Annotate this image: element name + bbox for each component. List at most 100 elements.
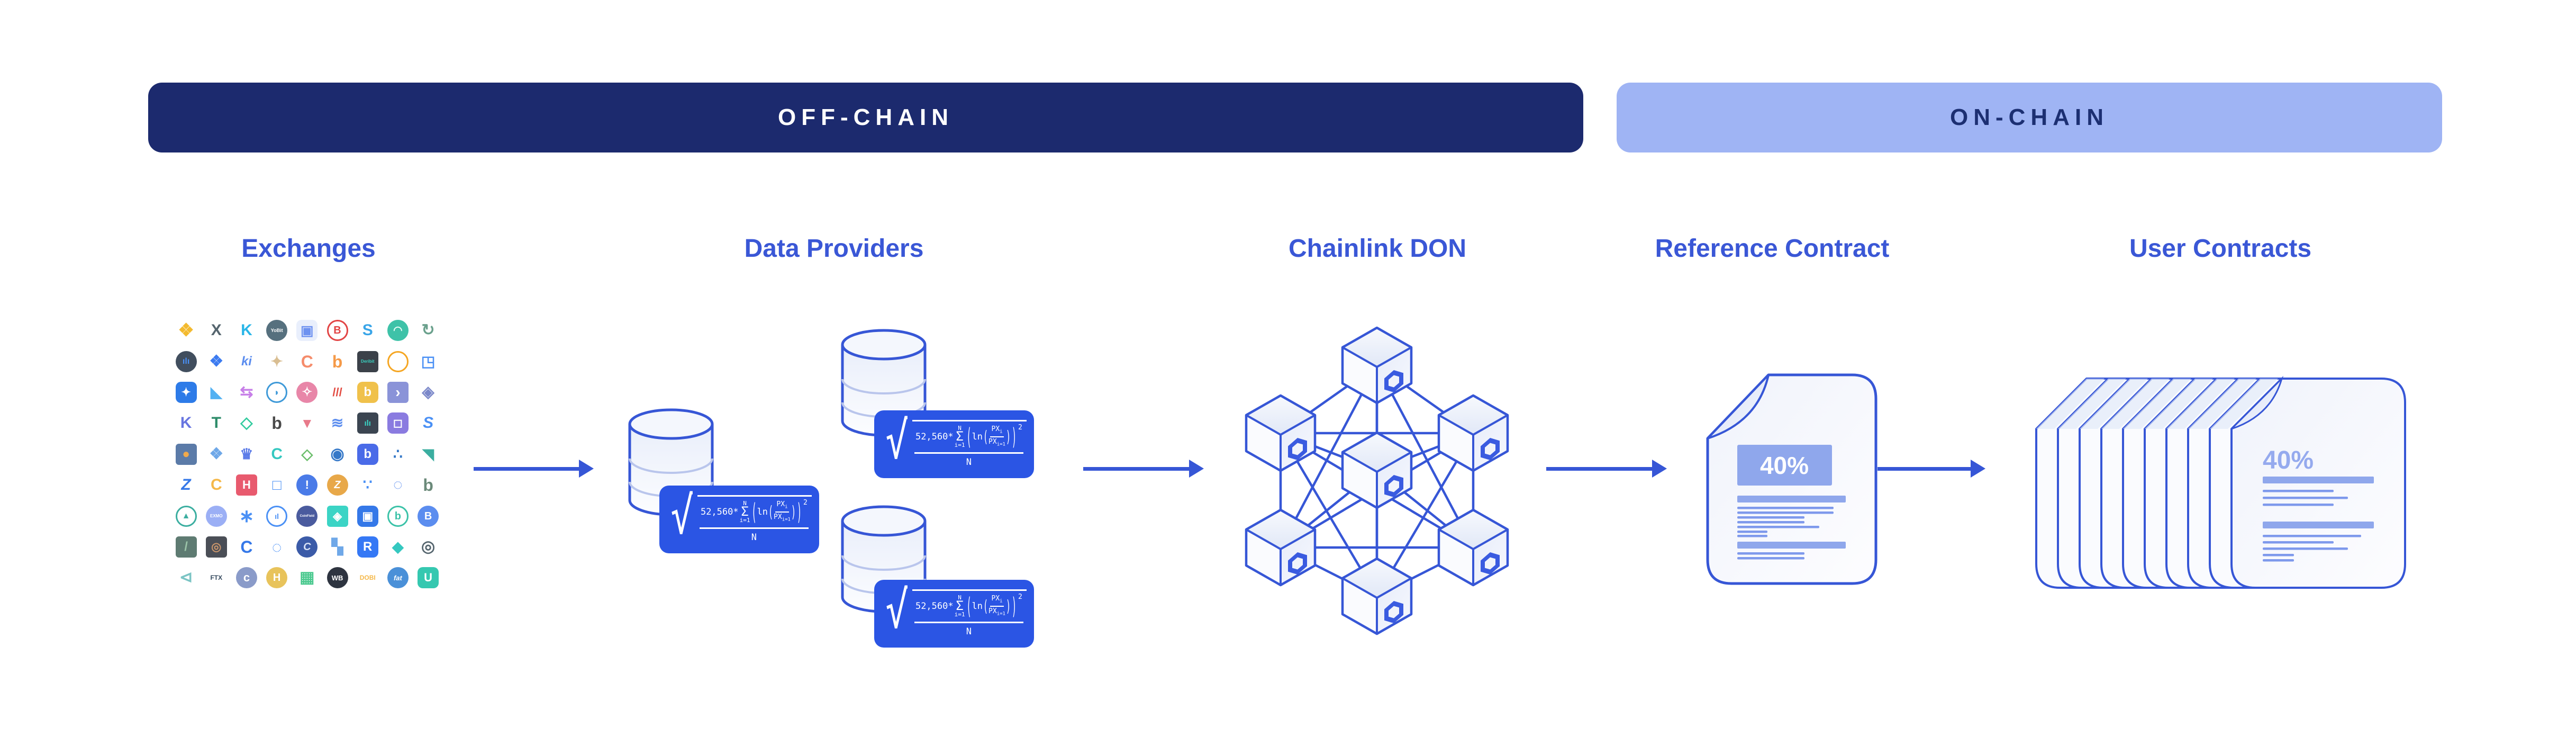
dotring-icon: ◌ (393, 476, 403, 494)
formula-denominator: N (751, 532, 757, 543)
text-bar (2263, 522, 2374, 528)
formula-coef: 52,560* (915, 431, 954, 442)
leaf-square-icon: / (171, 532, 201, 562)
sigma-block: N Σ i=1 (954, 424, 965, 449)
copy-icon: ▣ (352, 500, 383, 531)
kryptono-icon: K (180, 414, 192, 432)
don-network (1228, 318, 1529, 657)
formula-coef: 52,560* (915, 600, 954, 612)
coinex-icon: C (271, 445, 283, 463)
switcheo-icon: ⇆ (240, 383, 253, 401)
radical-sign: √ (670, 486, 694, 545)
flow-arrow-icon (1083, 460, 1204, 478)
text-bar (2263, 477, 2374, 483)
binance-icon: ❖ (178, 320, 194, 341)
folded-corner (2230, 375, 2284, 430)
fatbtc-icon: fat (383, 562, 413, 593)
reference-value: 40% (1760, 452, 1809, 479)
formula-exponent: 2 (1018, 424, 1022, 432)
idex-icon: ▣ (292, 315, 322, 346)
coinone-icon: C (301, 352, 313, 371)
mosaic-icon: ▦ (300, 569, 315, 587)
folded-corner (2210, 379, 2278, 429)
flagman-icon: ! (292, 470, 322, 500)
px-fraction: PXi PXi=1 (988, 595, 1005, 617)
document-text-lines (1737, 496, 1846, 560)
hotbit-icon: H (262, 562, 292, 593)
text-line (1737, 557, 1804, 560)
text-line (2263, 535, 2361, 537)
formula-exponent: 2 (803, 499, 808, 507)
text-line (1737, 552, 1804, 555)
vcc-icon: ◆ (392, 538, 404, 555)
coinegg-icon: ◇ (301, 445, 313, 462)
px-fraction: PXi PXi=1 (988, 425, 1005, 447)
text-line (2263, 554, 2294, 556)
clover-icon: ❖ (209, 445, 224, 463)
dots-icon: ∵ (362, 477, 373, 493)
exchanges-label: Exchanges (241, 235, 376, 263)
oracle-node-cube (1343, 328, 1411, 403)
pulse-icon: ılı (352, 408, 383, 438)
rfinex-icon: R (352, 532, 383, 562)
formula-ln: ln (757, 506, 768, 517)
yobit-icon: YoBit (262, 315, 292, 346)
oracle-node-cube (1439, 510, 1508, 585)
oceanex-icon: ◉ (330, 445, 344, 463)
text-bar (1737, 542, 1846, 549)
blocks-icon: ◻ (383, 408, 413, 438)
upbit-icon: ılı (171, 346, 201, 376)
chart-ring-icon: ıl (262, 500, 292, 531)
folded-corner (2080, 379, 2148, 429)
folded-corner (2101, 379, 2170, 429)
bkex-icon: /// (332, 385, 342, 399)
formula-denominator: N (966, 626, 972, 638)
text-line (1737, 531, 1767, 533)
text-line (1737, 511, 1834, 514)
user-contract-value: 40% (2263, 446, 2314, 474)
flow-arrow-icon (1877, 460, 1985, 478)
text-line (1737, 516, 1804, 519)
flow-arrow-icon (1546, 460, 1667, 478)
formula-coef: 52,560* (700, 506, 739, 517)
front-contract-content: 40% (2263, 446, 2374, 562)
folded-corner (2036, 379, 2105, 429)
coinfield-icon: CoinField (292, 500, 322, 531)
mountain-icon: ▲ (171, 500, 201, 531)
gear-icon: ◎ (421, 537, 436, 555)
bitsdaq-icon: ↻ (421, 321, 435, 339)
idax-icon: ● (171, 439, 201, 470)
deribit-icon: Deribit (352, 346, 383, 376)
oracle-node-cube (1246, 396, 1315, 471)
crex24-icon: ✦ (171, 377, 201, 408)
text-line (1737, 535, 1767, 537)
radical-sign: √ (885, 410, 909, 470)
mesh-icon: ◌ (271, 537, 282, 556)
text-line (1737, 507, 1834, 509)
dobi-icon: DOBI (359, 574, 376, 582)
btc-alpha-icon: B (322, 315, 352, 346)
text-line (2263, 490, 2334, 492)
bithesda-icon: b (352, 377, 383, 408)
kucoin-icon: K (241, 321, 252, 339)
folded-corner (2058, 379, 2126, 429)
tokenomy-icon: T (211, 414, 221, 432)
text-line (2263, 547, 2348, 550)
folgory-icon: › (383, 377, 413, 408)
formula-exponent: 2 (1018, 593, 1022, 601)
flow-arrow-icon (474, 460, 594, 478)
document-text-lines (2263, 477, 2374, 562)
burst-icon: ∗ (239, 506, 255, 526)
sline-icon: S (423, 414, 434, 432)
feather-icon: ≋ (331, 415, 344, 432)
volatility-formula-card: √ 52,560* N Σ i=1 ( ln ( PXi PXi=1 ) ) 2 (659, 486, 819, 553)
kyber-icon: ◇ (240, 414, 253, 432)
folded-corner (2188, 379, 2256, 429)
paribu-icon: b (383, 500, 413, 531)
cubex-icon: □ (272, 477, 282, 493)
user-contracts-stack: 40% (2035, 375, 2406, 589)
molecule-icon: ∴ (393, 445, 403, 462)
liquid-icon: ◳ (421, 353, 436, 370)
oracle-node-cube (1246, 510, 1315, 585)
